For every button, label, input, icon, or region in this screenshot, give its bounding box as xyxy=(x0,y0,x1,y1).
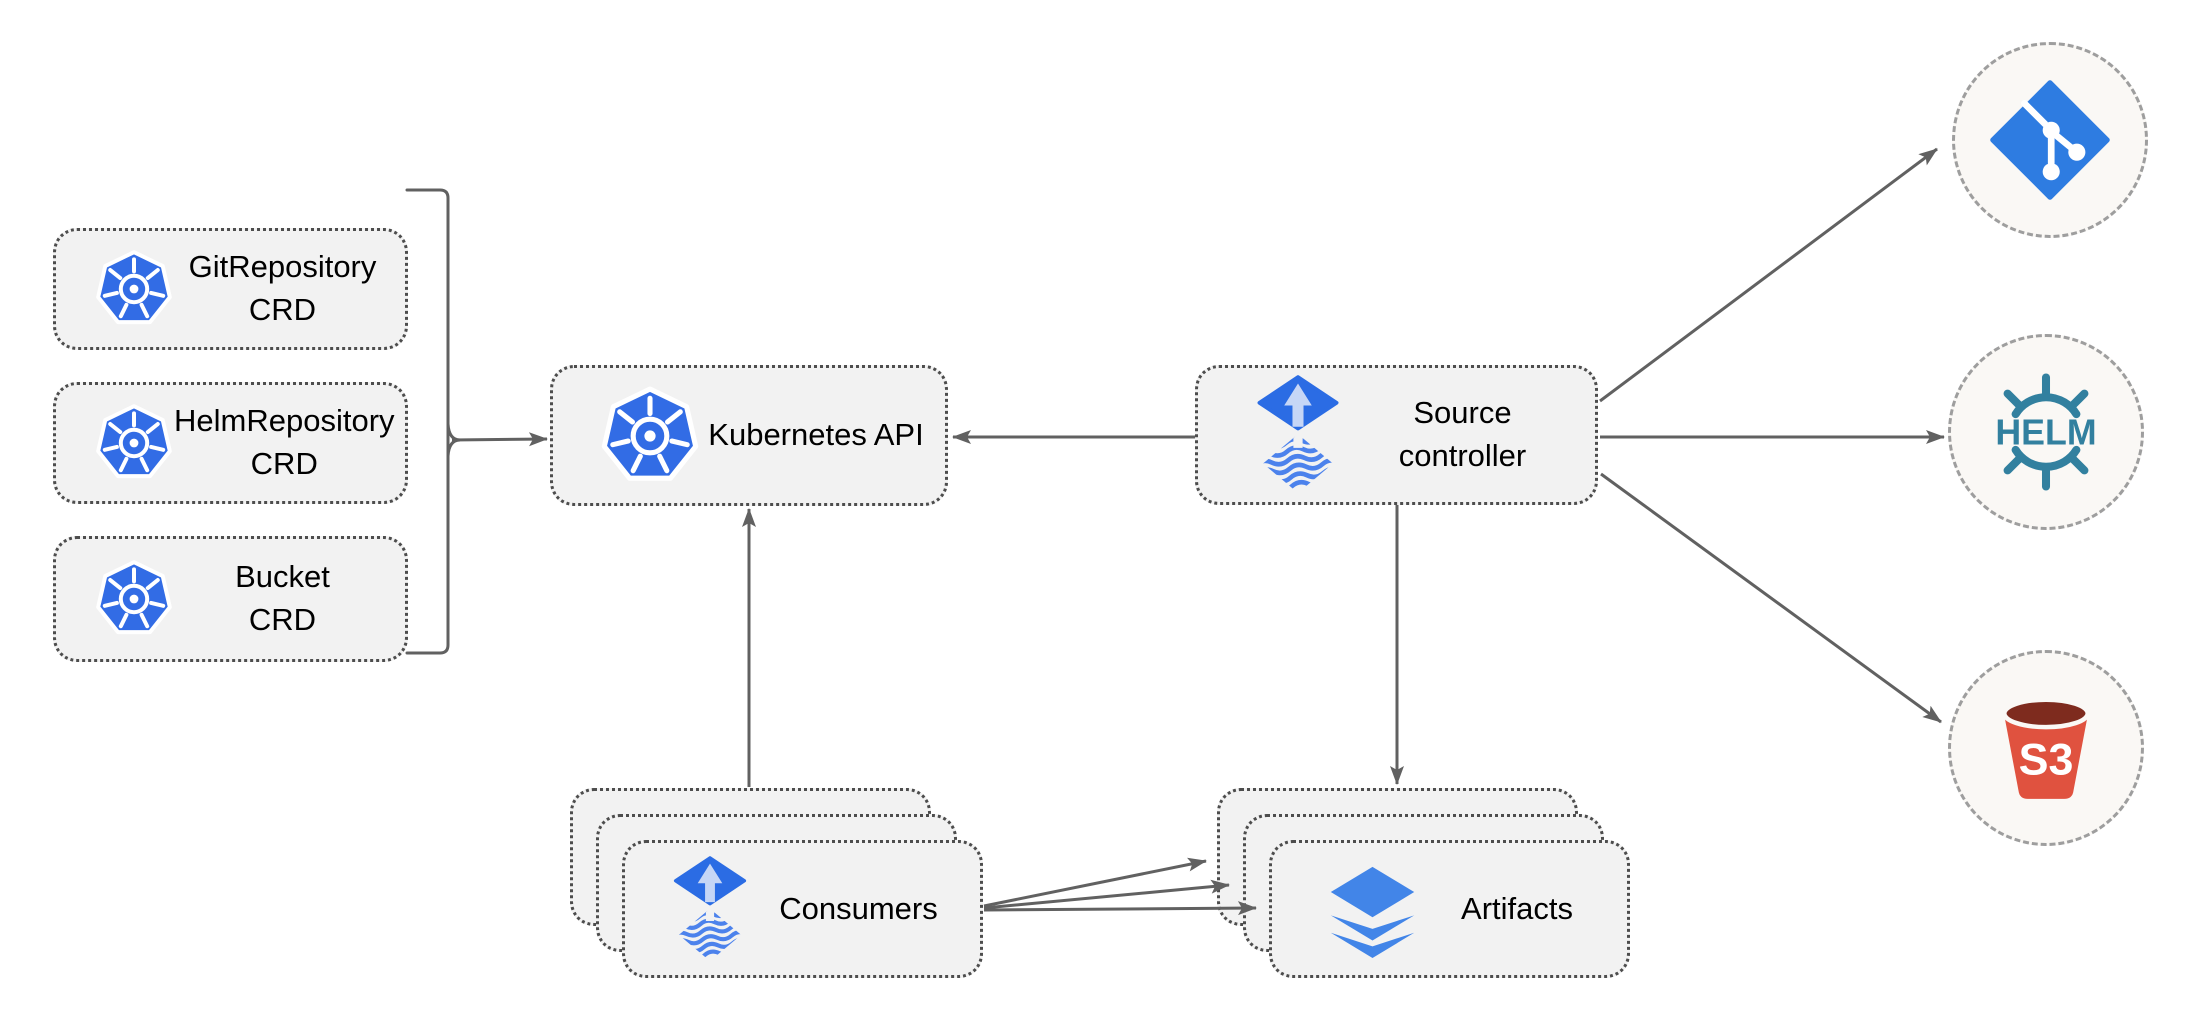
arrow-consumers-to-artifacts-3 xyxy=(983,901,1257,916)
crd-group-bracket xyxy=(405,188,450,655)
node-consumers: Consumers xyxy=(622,840,983,978)
arrow-source-controller-to-s3 xyxy=(1600,472,1942,724)
kubernetes-icon xyxy=(96,560,172,635)
node-label: Source controller xyxy=(1398,395,1527,473)
s3-icon-text: S3 xyxy=(2019,734,2074,784)
helm-icon: HELM xyxy=(1995,373,2097,491)
endpoint-helm: HELM xyxy=(1948,334,2144,530)
arrow-consumers-to-artifacts-2 xyxy=(983,879,1230,910)
node-bucket-crd: Bucket CRD xyxy=(53,536,408,662)
node-label: GitRepository CRD xyxy=(188,249,377,327)
node-label: HelmRepository CRD xyxy=(174,403,395,481)
kubernetes-icon xyxy=(96,404,172,479)
node-source-controller: Source controller xyxy=(1195,365,1598,505)
arrow-consumers-to-artifacts-1 xyxy=(983,857,1207,908)
kubernetes-icon xyxy=(96,250,172,325)
kubernetes-icon xyxy=(599,385,701,487)
node-kubernetes-api: Kubernetes API xyxy=(550,365,948,506)
git-icon xyxy=(1990,80,2110,200)
endpoint-git xyxy=(1952,42,2148,238)
endpoint-s3: S3 xyxy=(1948,650,2144,846)
arrow-source-controller-to-git xyxy=(1599,147,1938,403)
node-label: Kubernetes API xyxy=(708,417,924,453)
node-label: Bucket CRD xyxy=(235,559,330,637)
flux-icon xyxy=(669,856,751,963)
node-label: Consumers xyxy=(779,890,938,926)
flux-icon xyxy=(1252,375,1344,495)
s3-icon: S3 xyxy=(2001,697,2091,799)
helm-icon-text: HELM xyxy=(1995,413,2096,453)
node-label: Artifacts xyxy=(1461,890,1573,926)
crd-bracket-junction xyxy=(446,423,461,457)
node-gitrepository-crd: GitRepository CRD xyxy=(53,228,408,350)
layers-icon xyxy=(1330,866,1415,958)
node-artifacts: Artifacts xyxy=(1269,840,1630,978)
node-helmrepository-crd: HelmRepository CRD xyxy=(53,382,408,504)
arrow-crds-to-kubernetes-api xyxy=(451,432,548,447)
